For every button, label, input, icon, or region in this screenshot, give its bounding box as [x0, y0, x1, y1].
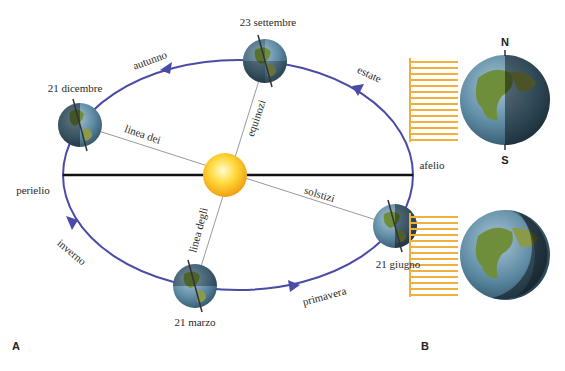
- orbit-arrow: [352, 84, 364, 96]
- earth-march: [173, 260, 217, 312]
- date-label: 21 marzo: [173, 316, 216, 328]
- orbit-arrow: [160, 62, 172, 74]
- earth-september: [243, 35, 287, 87]
- date-label: 21 giugno: [375, 258, 421, 270]
- panel-letter: A: [11, 340, 21, 352]
- globe-equinox: [460, 50, 550, 150]
- sun-rays: [410, 58, 458, 142]
- earth-december: [58, 99, 102, 151]
- orbit-point-label: afelio: [418, 159, 445, 171]
- orbit-arrow: [288, 280, 300, 292]
- globe-solstice: [460, 210, 550, 300]
- pole-label: N: [500, 36, 510, 48]
- equinox-line: [195, 61, 265, 286]
- date-label: 23 settembre: [239, 16, 298, 28]
- panel-letter: B: [420, 340, 430, 352]
- line-label: linea dei: [122, 122, 163, 146]
- orbit-point-label: perielio: [15, 184, 51, 196]
- orbit: [63, 60, 413, 290]
- date-label: 21 dicembre: [47, 82, 104, 94]
- sun-rays: [410, 213, 458, 297]
- solstice-line: [80, 125, 395, 226]
- season-label: inverno: [54, 236, 89, 268]
- sun: [203, 153, 247, 197]
- pole-label: S: [500, 154, 509, 166]
- season-label: primavera: [300, 284, 348, 308]
- season-label: estate: [355, 63, 385, 85]
- orbit-arrow: [66, 216, 78, 230]
- line-label: linea degli: [186, 205, 210, 255]
